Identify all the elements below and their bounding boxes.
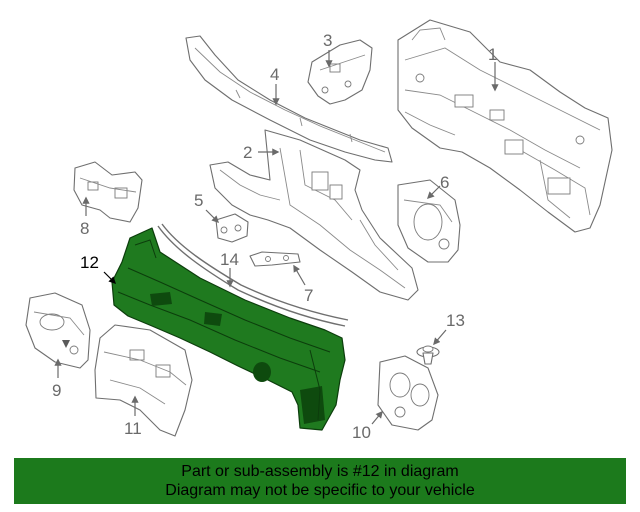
leader-7 xyxy=(293,264,306,286)
info-banner: Part or sub-assembly is #12 in diagram D… xyxy=(14,458,626,504)
leader-13 xyxy=(433,329,447,346)
callout-14: 14 xyxy=(220,250,239,269)
leader-12 xyxy=(103,271,117,285)
banner-line-1: Part or sub-assembly is #12 in diagram xyxy=(181,463,459,480)
part-12-cowl-panel-highlighted[interactable] xyxy=(111,227,346,431)
leader-10 xyxy=(371,410,383,425)
callout-7: 7 xyxy=(304,286,313,305)
part-13-grommet[interactable] xyxy=(416,345,440,365)
callout-8: 8 xyxy=(80,219,89,238)
callouts: 1 2 3 4 5 6 7 8 9 10 11 12 13 14 xyxy=(52,31,499,442)
callout-2: 2 xyxy=(243,143,252,162)
callout-10: 10 xyxy=(352,423,371,442)
leader-5 xyxy=(205,209,220,224)
parts-diagram: 1 2 3 4 5 6 7 8 9 10 11 12 13 14 xyxy=(25,19,613,442)
callout-6: 6 xyxy=(440,173,449,192)
part-6-insulator[interactable] xyxy=(397,179,461,263)
callout-4: 4 xyxy=(270,65,279,84)
part-4-cowl-bar[interactable] xyxy=(185,35,393,163)
part-5-clip[interactable] xyxy=(215,213,249,243)
part-3-bracket[interactable] xyxy=(307,39,373,105)
leader-6 xyxy=(426,185,441,200)
banner-line-2: Diagram may not be specific to your vehi… xyxy=(165,482,475,499)
part-14-weatherstrip[interactable] xyxy=(157,223,349,327)
callout-3: 3 xyxy=(323,31,332,50)
callout-1: 1 xyxy=(488,45,497,64)
callout-11: 11 xyxy=(124,419,142,438)
part-9-insulator[interactable] xyxy=(25,292,91,369)
part-2-frame[interactable] xyxy=(209,129,419,301)
callout-5: 5 xyxy=(194,191,203,210)
part-8-bracket[interactable] xyxy=(73,161,143,223)
part-10-insulator[interactable] xyxy=(377,355,439,431)
part-11-bracket[interactable] xyxy=(94,324,193,437)
callout-13: 13 xyxy=(446,311,465,330)
part-7-bracket[interactable] xyxy=(249,251,301,267)
callout-9: 9 xyxy=(52,381,61,400)
part-1-dash-panel[interactable] xyxy=(397,19,613,233)
callout-12: 12 xyxy=(80,253,99,272)
